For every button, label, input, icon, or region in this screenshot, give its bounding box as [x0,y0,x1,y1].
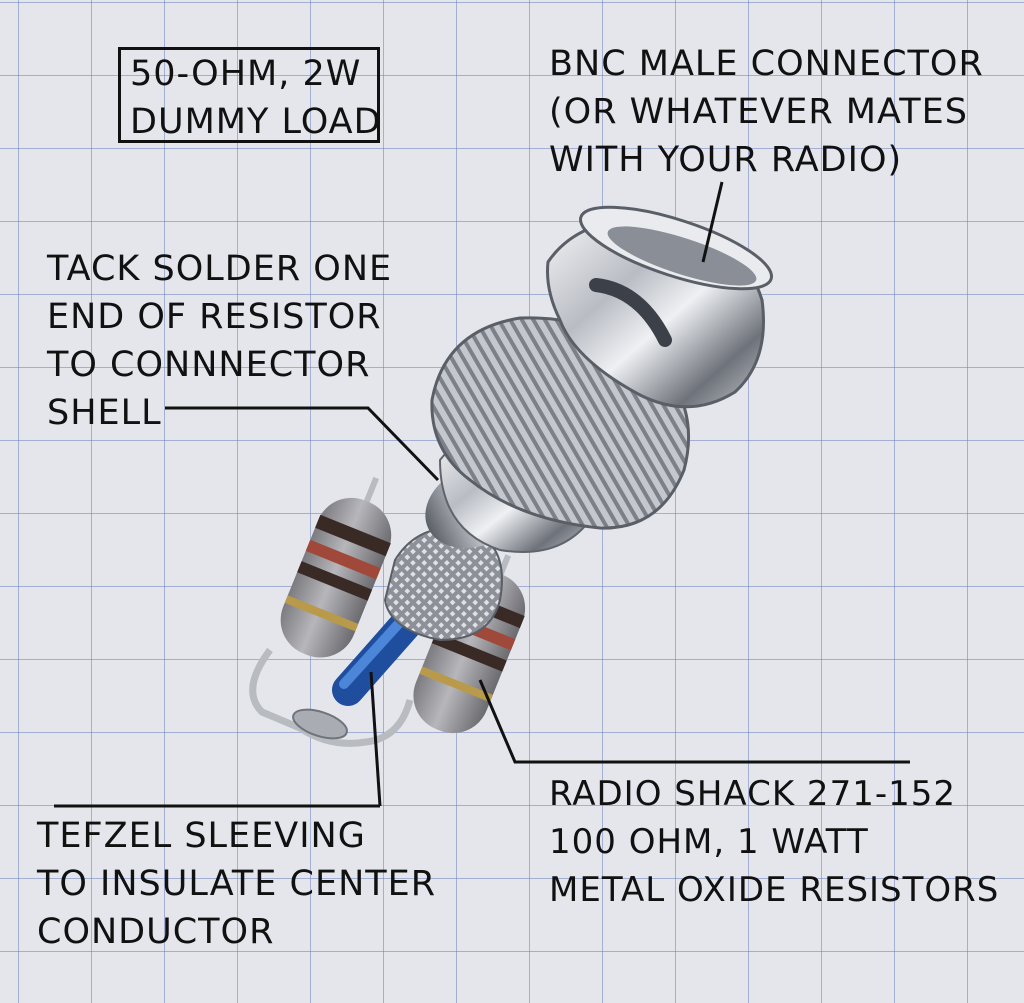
leader-connector [701,181,724,263]
bnc-connector [430,205,773,553]
leader-resistors [478,679,910,764]
resistor-lead-loop [249,647,414,747]
solder-label-line-1: TACK SOLDER ONE [47,249,393,289]
connector-label-line-2: (OR WHATEVER MATES [549,92,968,132]
solder-label-line-3: TO CONNNECTOR [47,345,371,385]
sleeving-label-line-2: TO INSULATE CENTER [37,864,437,904]
left-resistor [280,476,392,658]
title-line-2: DUMMY LOAD [130,102,382,142]
solder-label-line-2: END OF RESISTOR [47,297,382,337]
solder-label-line-4: SHELL [47,393,162,433]
title-line-1: 50-OHM, 2W [130,54,362,94]
resistor-label-line-1: RADIO SHACK 271-152 [549,774,956,814]
title-box: 50-OHM, 2W DUMMY LOAD [118,47,382,146]
tefzel-sleeving [332,606,424,706]
solder-label: TACK SOLDER ONE END OF RESISTOR TO CONNN… [47,245,392,437]
sleeving-label-line-1: TEFZEL SLEEVING [37,816,366,856]
sleeving-label-line-3: CONDUCTOR [37,912,275,952]
resistor-label-line-3: METAL OXIDE RESISTORS [549,870,1000,910]
leader-sleeving-up [369,671,382,807]
connector-label: BNC MALE CONNECTOR (OR WHATEVER MATES WI… [549,40,984,184]
resistor-label-line-2: 100 OHM, 1 WATT [549,822,869,862]
connector-label-line-1: BNC MALE CONNECTOR [549,44,984,84]
leader-solder [165,406,440,482]
title-text: 50-OHM, 2W DUMMY LOAD [130,50,382,146]
resistor-label: RADIO SHACK 271-152 100 OHM, 1 WATT META… [549,770,999,914]
connector-label-line-3: WITH YOUR RADIO) [549,140,903,180]
sleeving-label: TEFZEL SLEEVING TO INSULATE CENTER CONDU… [37,812,436,956]
leader-lines [54,181,910,808]
